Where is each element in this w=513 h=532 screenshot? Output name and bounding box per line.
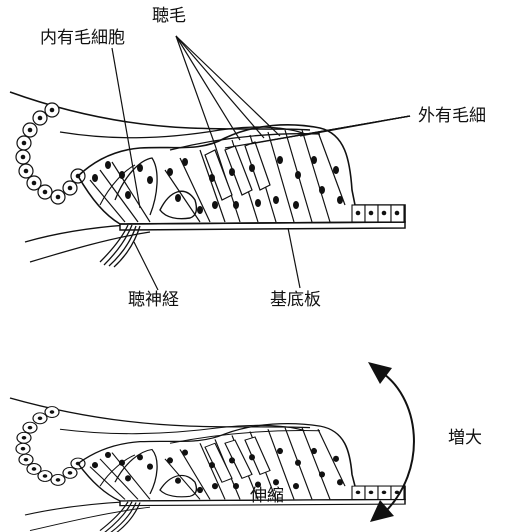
- label-stereocilia: 聴毛: [152, 8, 186, 25]
- organ-of-corti-resting: [10, 92, 405, 267]
- label-outer-hair-cell: 外有毛細: [418, 108, 486, 125]
- label-basilar-membrane: 基底板: [270, 292, 321, 309]
- organ-of-corti-stimulated: [10, 398, 405, 532]
- label-auditory-nerve: 聴神経: [128, 292, 179, 309]
- label-increase: 増大: [448, 430, 482, 447]
- label-expand-contract: 伸縮: [250, 488, 284, 505]
- label-inner-hair-cell: 内有毛細胞: [40, 30, 125, 47]
- arrowhead-top-icon: [368, 362, 392, 384]
